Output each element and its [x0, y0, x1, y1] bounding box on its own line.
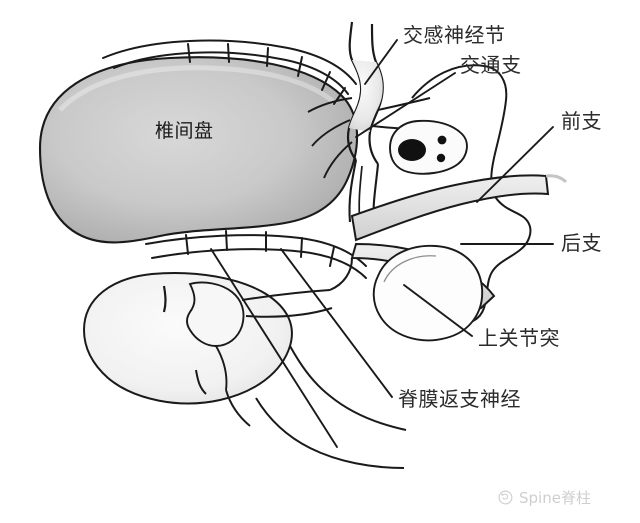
label-intervertebral-disc: 椎间盘	[155, 120, 214, 142]
watermark-text: Spine脊柱	[519, 489, 591, 507]
label-recurrent-meningeal-nerve: 脊膜返支神经	[398, 387, 521, 411]
ganglion-nucleus-large	[398, 139, 426, 161]
superior-articular-process	[372, 244, 484, 342]
superior-nerve-plexus	[102, 39, 357, 105]
label-sympathetic-ganglion: 交感神经节	[403, 23, 506, 47]
label-anterior-ramus: 前支	[561, 109, 602, 133]
leader-recurrent-nerve-b	[210, 248, 338, 448]
ganglion-nucleus-small-2	[436, 153, 446, 163]
disc-body	[38, 56, 359, 244]
ganglion-nucleus-small-1	[437, 135, 447, 145]
leader-sympathetic-ganglion	[364, 39, 398, 85]
ventral-fissure	[195, 369, 207, 395]
inferior-nerve-plexus	[145, 230, 367, 279]
dorsal-root-ganglion	[389, 119, 468, 175]
sympathetic-ganglion	[307, 21, 384, 227]
leader-recurrent-nerve	[280, 248, 393, 398]
label-posterior-ramus: 后支	[561, 231, 602, 255]
spine-logo-icon	[498, 490, 513, 505]
leader-lines	[210, 39, 554, 448]
label-communicating-branch: 交通支	[460, 53, 522, 77]
dural-sac	[82, 271, 333, 405]
intervertebral-disc	[38, 56, 359, 244]
watermark: Spine脊柱	[497, 487, 591, 508]
leader-anterior-ramus	[476, 126, 554, 203]
recurrent-meningeal-nerve	[225, 257, 407, 469]
label-superior-articular-process: 上关节突	[478, 326, 560, 350]
leader-superior-process	[403, 284, 473, 337]
leader-communicating-branch	[355, 72, 456, 138]
disc-highlight	[58, 65, 338, 112]
dorsal-sulcus	[162, 285, 167, 313]
anterior-ramus	[350, 174, 568, 242]
